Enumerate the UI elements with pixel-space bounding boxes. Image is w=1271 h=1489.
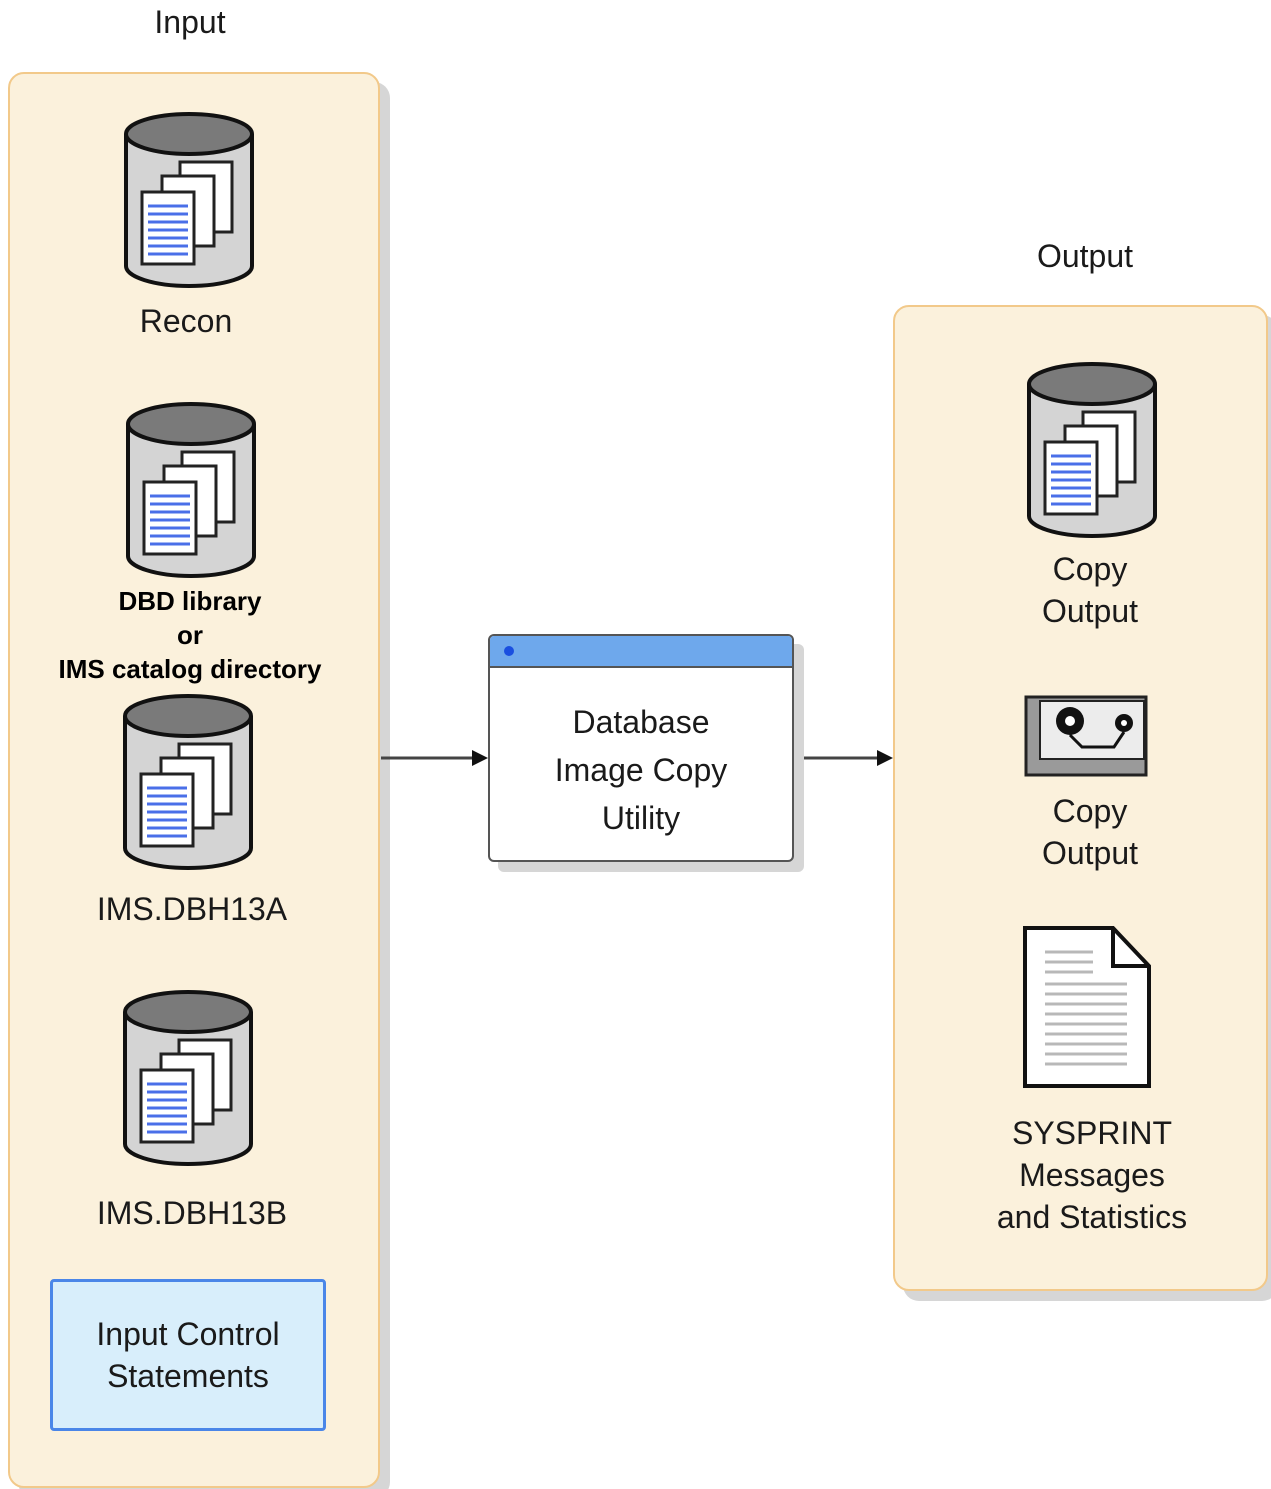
utility-line1: Database: [572, 704, 710, 740]
dbd-library-database-icon: [126, 402, 256, 578]
copy-output-2-line2: Output: [1041, 835, 1139, 871]
input-to-utility-arrowhead: [472, 750, 488, 766]
control-line1: Input Control: [96, 1316, 280, 1352]
image-copy-utility-box: Database Image Copy Utility: [488, 634, 794, 862]
copy-output-1-line2: Output: [1041, 593, 1139, 629]
tape-cartridge-icon: [1024, 695, 1148, 777]
utility-titlebar: [490, 636, 792, 668]
input-control-statements-box: Input Control Statements: [50, 1279, 326, 1431]
output-heading: Output: [1036, 238, 1134, 274]
sysprint-document-icon: [1023, 926, 1151, 1088]
utility-to-output-arrowhead: [877, 750, 893, 766]
sysprint-line3: and Statistics: [996, 1199, 1188, 1235]
utility-line2: Image Copy: [554, 752, 728, 788]
control-line2: Statements: [107, 1358, 269, 1394]
copy-output-label-1: Copy Output: [990, 548, 1190, 632]
recon-label: Recon: [139, 303, 233, 339]
dbd-library-line1: DBD library: [118, 586, 262, 616]
ims-dbh13b-label: IMS.DBH13B: [96, 1195, 288, 1231]
dbd-library-line2: or: [177, 620, 203, 650]
copy-output-1-line1: Copy: [1052, 551, 1128, 587]
input-panel: [8, 72, 380, 1488]
recon-database-icon: [124, 112, 254, 288]
sysprint-line2: Messages: [1019, 1157, 1165, 1193]
dbd-library-line3: IMS catalog directory: [58, 654, 322, 684]
copy-output-label-2: Copy Output: [990, 790, 1190, 874]
ims-dbh13a-database-icon: [123, 694, 253, 870]
ims-dbh13a-label: IMS.DBH13A: [96, 891, 288, 927]
ims-dbh13b-database-icon: [123, 990, 253, 1166]
sysprint-line1: SYSPRINT: [1011, 1115, 1173, 1151]
sysprint-label: SYSPRINT Messages and Statistics: [950, 1112, 1234, 1238]
input-heading: Input: [154, 4, 226, 40]
dbd-library-label: DBD library or IMS catalog directory: [20, 584, 360, 686]
copy-output-database-icon: [1027, 362, 1157, 538]
window-dot-icon: [504, 646, 514, 656]
utility-line3: Utility: [601, 800, 681, 836]
copy-output-2-line1: Copy: [1052, 793, 1128, 829]
